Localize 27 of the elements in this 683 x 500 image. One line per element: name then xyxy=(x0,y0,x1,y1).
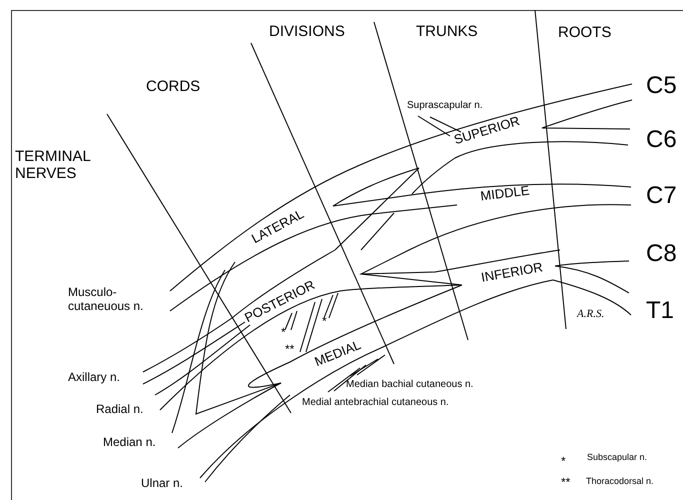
root-label: C8 xyxy=(646,240,677,268)
nerve-label: Medial antebrachial cutaneous n. xyxy=(302,397,449,408)
asterisk-mark: ** xyxy=(285,343,294,357)
nerve-label: Suprascapular n. xyxy=(407,100,483,112)
asterisk-mark: * xyxy=(281,326,286,340)
nerve-label: Axillary n. xyxy=(68,371,120,385)
legend-symbol: ** xyxy=(561,476,570,490)
column-heading: DIVISIONS xyxy=(269,23,345,40)
column-heading: TRUNKS xyxy=(416,23,478,40)
root-label: C5 xyxy=(646,72,677,100)
root-label: T1 xyxy=(646,297,674,325)
nerve-label: Ulnar n. xyxy=(141,477,184,491)
root-label: C6 xyxy=(646,126,677,154)
column-heading: TERMINAL NERVES xyxy=(15,148,92,182)
nerve-label: Median bachial cutaneous n. xyxy=(346,379,474,390)
nerve-label: Radial n. xyxy=(96,403,144,417)
trunk-label: INFERIOR xyxy=(480,260,544,286)
legend-text: Thoracodorsal n. xyxy=(586,476,654,486)
nerve-label: Musculo- cutaneuous n. xyxy=(68,286,144,314)
legend-text: Subscapular n. xyxy=(587,452,648,462)
author-initials: A.R.S. xyxy=(577,308,604,321)
column-heading: CORDS xyxy=(146,78,200,96)
root-label: C7 xyxy=(646,182,677,210)
trunk-label: MIDDLE xyxy=(480,184,530,204)
legend-symbol: * xyxy=(561,455,566,469)
column-heading: ROOTS xyxy=(558,24,612,42)
nerve-label: Median n. xyxy=(103,436,156,450)
